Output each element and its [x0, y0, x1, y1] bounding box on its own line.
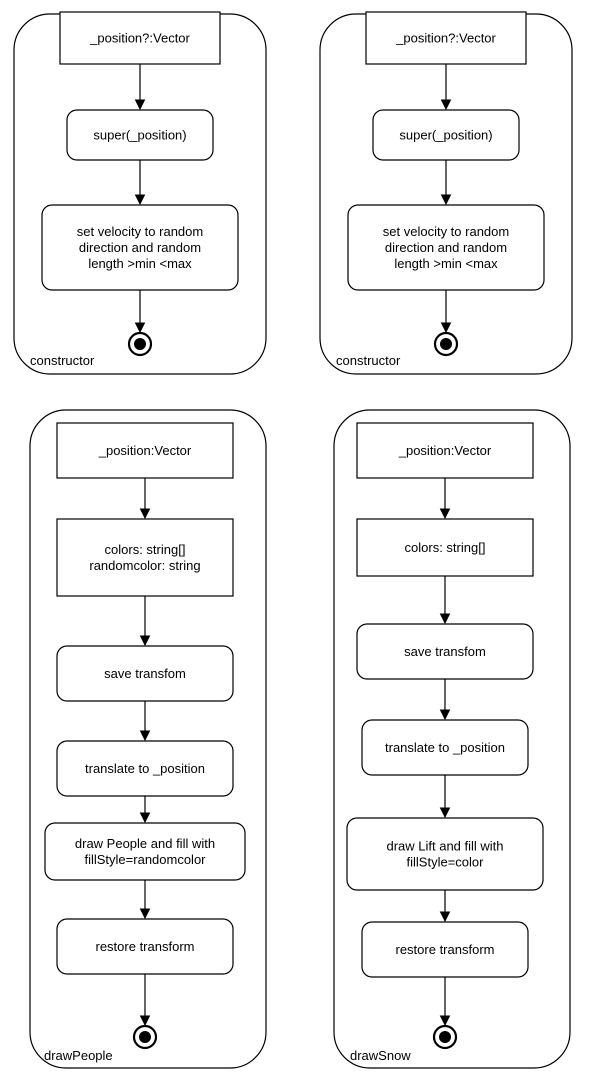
- step-line: draw People and fill with: [75, 836, 215, 851]
- step-line: direction and random: [385, 240, 507, 255]
- step-line: save transfom: [404, 644, 486, 659]
- input-parameter-label: _position:Vector: [398, 443, 492, 458]
- step-line: randomcolor: string: [89, 558, 200, 573]
- step-line: super(_position): [399, 128, 492, 143]
- object-node: [356, 518, 534, 577]
- activity-diagram-drawPeople: _position:Vector colors: string[]randomco…: [29, 409, 267, 1069]
- activity-diagram-constructor: _position?:Vector super(_position)set vel…: [13, 11, 267, 375]
- object-node: [56, 518, 234, 597]
- step-line: length >min <max: [394, 256, 498, 271]
- frame-label: drawSnow: [350, 1048, 411, 1063]
- activity-final-node-dot: [134, 338, 146, 350]
- frame-label: constructor: [336, 353, 401, 368]
- step-line: set velocity to random: [77, 224, 203, 239]
- step-line: save transfom: [104, 666, 186, 681]
- step-line: draw Lift and fill with: [386, 839, 503, 854]
- input-parameter-node: [365, 11, 527, 65]
- step-line: fillStyle=color: [407, 855, 485, 870]
- frame-label: constructor: [30, 353, 95, 368]
- activity-diagram-drawSnow: _position:Vector colors: string[] save tra…: [333, 409, 571, 1069]
- activity-final-node-dot: [139, 1031, 151, 1043]
- input-parameter-label: _position?:Vector: [395, 31, 496, 46]
- activity-diagram-constructor: _position?:Vector super(_position)set vel…: [319, 11, 573, 375]
- step-line: colors: string[]: [405, 540, 486, 555]
- frame-label: drawPeople: [44, 1048, 113, 1063]
- step-line: direction and random: [79, 240, 201, 255]
- step-line: colors: string[]: [105, 542, 186, 557]
- input-parameter-node: [356, 422, 534, 479]
- input-parameter-label: _position:Vector: [98, 443, 192, 458]
- step-line: restore transform: [96, 939, 195, 954]
- step-line: translate to _position: [385, 740, 505, 755]
- input-parameter-label: _position?:Vector: [89, 31, 190, 46]
- step-line: translate to _position: [85, 761, 205, 776]
- input-parameter-node: [59, 11, 221, 65]
- step-line: super(_position): [93, 128, 186, 143]
- activity-final-node-dot: [439, 1031, 451, 1043]
- step-line: length >min <max: [88, 256, 192, 271]
- step-line: fillStyle=randomcolor: [84, 852, 206, 867]
- step-line: restore transform: [396, 942, 495, 957]
- activity-final-node-dot: [440, 338, 452, 350]
- step-line: set velocity to random: [383, 224, 509, 239]
